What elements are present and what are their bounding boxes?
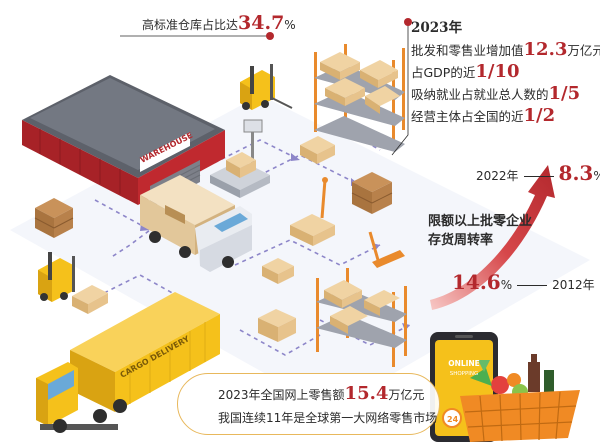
online-retail-line2: 我国连续11年是全球第一大网络零售市场 [218,411,438,425]
turnover-2022-value: 8.3 [558,161,594,185]
warehouse-ratio-label: 高标准仓库占比达34.7% [142,12,296,34]
box-icon [300,136,335,164]
stat-row: 占GDP的近1/10 [411,61,600,83]
warehouse-ratio-unit: % [284,18,296,32]
box-icon [262,258,294,284]
forklift-icon [38,252,108,314]
stat-label: 吸纳就业占就业总人数的 [411,87,549,102]
turnover-2022: 2022年 8.3% [476,161,600,185]
cargo-truck-icon [140,175,252,272]
turnover-2012-year: 2012年 [552,278,595,292]
stats-year: 2023年 [411,20,463,36]
dash-line [517,285,548,286]
hand-truck-icon [290,177,335,246]
turnover-2012-unit: % [500,278,513,292]
turnover-2022-unit: % [593,169,600,183]
box-icon [351,172,393,214]
stat-row: 经营主体占全国的近1/2 [411,105,600,127]
shelf-rack-icon [316,268,407,367]
phone-screen-title: ONLINE SHOPPING [435,359,493,379]
phone-line1: ONLINE [448,359,480,368]
turnover-title-line1: 限额以上批零企业 [428,214,533,229]
up-arrow-icon [430,165,555,310]
stat-row: 吸纳就业占就业总人数的1/5 [411,83,600,105]
shopping-basket-icon: 24 [442,354,580,442]
stat-value: 1/10 [475,61,520,82]
stat-value: 12.3 [523,39,568,60]
forklift-icon [240,64,293,110]
turnover-title: 限额以上批零企业 存货周转率 [428,212,532,250]
online-retail-value: 15.4 [344,383,389,404]
callout-line [391,22,409,156]
stat-label: 批发和零售业增加值 [411,43,524,58]
route-lines [89,129,411,356]
stat-label: 经营主体占全国的近 [411,109,524,124]
callout-dot [266,32,274,40]
scale-icon [210,119,270,198]
turnover-2012: 14.6% 2012年 [452,270,595,294]
turnover-2022-year: 2022年 [476,169,519,183]
stats-2023-block: 2023年 批发和零售业增加值12.3万亿元 占GDP的近1/10 吸纳就业占就… [411,18,600,127]
hand-truck-icon [368,231,405,268]
dash-line [523,176,554,177]
shelf-rack-icon [314,44,405,152]
box-icon [34,198,74,238]
cargo-truck-icon [36,292,220,433]
box-icon [258,309,296,342]
phone-line2: SHOPPING [449,371,479,377]
stat-unit: 万亿元 [567,43,600,58]
stat-label: 占GDP的近 [411,65,476,80]
turnover-title-line2: 存货周转率 [428,233,494,248]
turnover-2012-value: 14.6 [452,270,501,294]
online-retail-line1: 2023年全国网上零售额15.4万亿元 [218,383,424,404]
stat-row: 批发和零售业增加值12.3万亿元 [411,39,600,61]
warehouse-ratio-value: 34.7 [238,12,285,34]
online-retail-unit: 万亿元 [388,388,425,402]
stat-value: 1/2 [523,105,556,126]
callout-dot [404,18,412,26]
svg-text:24: 24 [447,415,459,424]
warehouse-icon [22,75,225,208]
stat-value: 1/5 [548,83,581,104]
online-retail-callout: 2023年全国网上零售额15.4万亿元 我国连续11年是全球第一大网络零售市场 [177,373,440,435]
online-retail-prefix: 2023年全国网上零售额 [218,388,345,402]
warehouse-ratio-text: 高标准仓库占比达 [142,18,239,32]
